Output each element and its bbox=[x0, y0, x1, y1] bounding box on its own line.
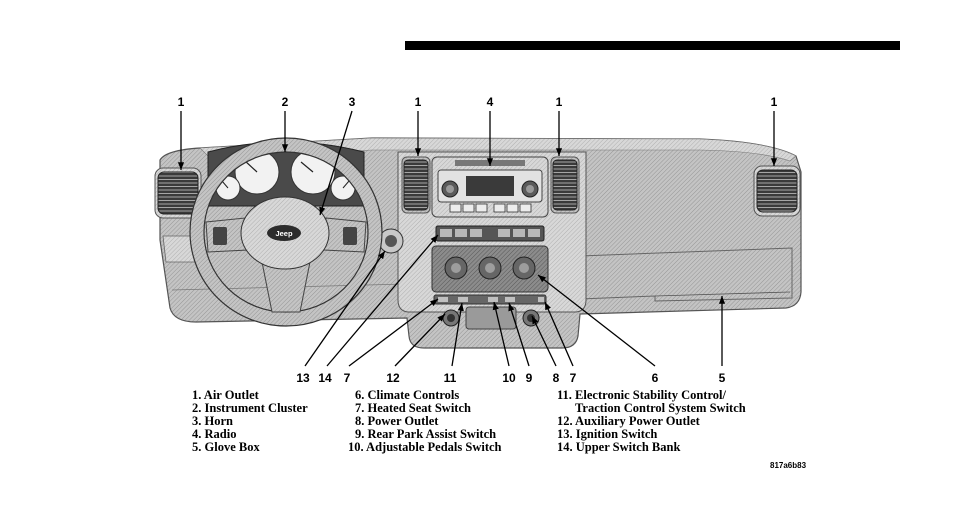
leader-line-bottom-10 bbox=[492, 301, 510, 367]
air-outlet-center-right bbox=[550, 156, 580, 214]
leader-line-bottom-9 bbox=[508, 302, 530, 367]
legend-item: 6. Climate Controls bbox=[355, 388, 460, 402]
callout-top-3: 3 bbox=[349, 95, 356, 109]
radio-preset-buttons bbox=[449, 203, 532, 213]
legend-item: 4. Radio bbox=[192, 427, 237, 441]
console-bin bbox=[465, 306, 517, 330]
legend-item: 10. Adjustable Pedals Switch bbox=[348, 440, 502, 454]
radio-knob-left bbox=[441, 180, 459, 198]
power-outlet bbox=[522, 309, 540, 327]
callout-bottom-1: 13 bbox=[296, 371, 310, 385]
legend-item: 13. Ignition Switch bbox=[557, 427, 658, 441]
air-outlet-left bbox=[154, 167, 202, 219]
glove-box-handle-line bbox=[654, 291, 791, 297]
leader-line-bottom-6 bbox=[537, 274, 656, 367]
radio-display bbox=[466, 176, 514, 196]
callout-bottom-4: 12 bbox=[386, 371, 400, 385]
climate-knob-right bbox=[512, 256, 536, 280]
legend-item: 14. Upper Switch Bank bbox=[557, 440, 681, 454]
jeep-logo-text: Jeep bbox=[275, 229, 293, 238]
ignition-switch bbox=[378, 228, 404, 254]
legend-item: 5. Glove Box bbox=[192, 440, 260, 454]
climate-controls bbox=[431, 245, 549, 293]
auxiliary-power-outlet bbox=[442, 309, 460, 327]
steering-wheel: Jeep bbox=[189, 137, 383, 327]
legend-item: 9. Rear Park Assist Switch bbox=[355, 427, 497, 441]
figure-code: 817a6b83 bbox=[770, 461, 807, 470]
legend-item: 2. Instrument Cluster bbox=[192, 401, 308, 415]
callout-top-1: 1 bbox=[178, 95, 185, 109]
lower-switch-row bbox=[433, 294, 547, 305]
callout-top-6: 1 bbox=[556, 95, 563, 109]
legend-item: 3. Horn bbox=[192, 414, 233, 428]
leader-line-top-3 bbox=[319, 110, 353, 216]
steering-wheel-rim bbox=[189, 137, 383, 327]
callout-bottom-7: 9 bbox=[526, 371, 533, 385]
leader-line-bottom-14 bbox=[326, 234, 439, 367]
center-stack bbox=[397, 151, 587, 330]
legend-item: 7. Heated Seat Switch bbox=[355, 401, 471, 415]
callout-bottom-9: 7 bbox=[570, 371, 577, 385]
leader-lines bbox=[177, 110, 778, 367]
callout-top-5: 4 bbox=[487, 95, 494, 109]
callout-bottom-2: 14 bbox=[318, 371, 332, 385]
steering-button-right bbox=[343, 227, 357, 245]
header-rule bbox=[405, 41, 900, 50]
dashboard-top-surface bbox=[199, 137, 797, 162]
legend-item: 12. Auxiliary Power Outlet bbox=[557, 414, 700, 428]
leader-line-bottom-13 bbox=[304, 250, 386, 367]
callout-top-7: 1 bbox=[771, 95, 778, 109]
callout-top-2: 2 bbox=[282, 95, 289, 109]
legend-item: 1. Air Outlet bbox=[192, 388, 259, 402]
callout-bottom-6: 10 bbox=[502, 371, 516, 385]
jeep-logo bbox=[267, 225, 301, 241]
callout-bottom-3: 7 bbox=[344, 371, 351, 385]
callouts-bottom: 13 14 7 12 11 10 9 8 7 6 5 bbox=[296, 371, 725, 385]
callouts-top: 1 2 3 1 4 1 1 bbox=[178, 95, 778, 109]
callout-bottom-8: 8 bbox=[553, 371, 560, 385]
legend-item: 8. Power Outlet bbox=[355, 414, 439, 428]
temperature-gauge bbox=[330, 175, 356, 201]
legend-item: 11. Electronic Stability Control/ bbox=[557, 388, 726, 402]
upper-switch-bank bbox=[435, 225, 545, 242]
air-outlet-center-left bbox=[401, 156, 431, 214]
climate-knob-center bbox=[478, 256, 502, 280]
radio-knob-right bbox=[521, 180, 539, 198]
leader-line-bottom-11 bbox=[451, 302, 464, 367]
leader-line-bottom-7a bbox=[348, 298, 439, 367]
steering-button-left bbox=[213, 227, 227, 245]
leader-line-bottom-7b bbox=[544, 301, 574, 367]
callout-bottom-5: 11 bbox=[444, 371, 457, 385]
callout-bottom-10: 6 bbox=[652, 371, 659, 385]
callout-bottom-11: 5 bbox=[719, 371, 726, 385]
leader-line-bottom-12 bbox=[394, 313, 446, 367]
legend-item-continuation: Traction Control System Switch bbox=[575, 401, 746, 415]
leader-line-bottom-8 bbox=[531, 315, 557, 367]
climate-knob-left bbox=[444, 256, 468, 280]
air-outlet-right bbox=[753, 165, 801, 217]
callout-top-4: 1 bbox=[415, 95, 422, 109]
